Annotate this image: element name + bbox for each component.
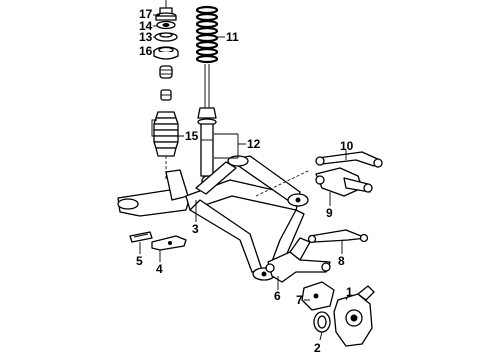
callouts: 17 14 13 16 11 15 12 3 4 5 6 8 9 10 7 1 … [136,7,354,355]
callout-9: 9 [326,206,333,220]
coil-spring-11 [195,5,219,64]
lower-control-arm-6 [265,237,331,283]
insulator-16 [153,46,179,60]
callout-2: 2 [314,341,321,355]
callout-3: 3 [192,222,199,236]
toe-link-8 [307,229,369,244]
callout-10: 10 [340,139,354,153]
callout-4: 4 [156,262,163,276]
bracket-5 [129,231,153,243]
callout-16: 16 [139,44,153,58]
leader-lines [139,14,349,341]
bracket-7 [301,281,335,311]
callout-6: 6 [274,289,281,303]
callout-13: 13 [139,30,153,44]
callout-5: 5 [136,254,143,268]
dust-boot-15 [153,111,179,157]
knuckle-1 [333,285,375,347]
callout-1: 1 [346,285,353,299]
bumper-stop [159,65,173,79]
callout-15: 15 [185,129,199,143]
subframe-3 [117,155,309,281]
strut-mount-stack [153,0,179,180]
callout-7: 7 [296,293,303,307]
upper-link-10 [315,151,383,168]
callout-11: 11 [226,30,239,44]
seat-13 [154,32,178,42]
shock-absorber-12 [197,64,217,187]
lateral-arm-9 [315,167,373,197]
callout-8: 8 [338,254,345,268]
callout-17: 17 [139,7,153,21]
callout-14: 14 [139,19,153,33]
upper-mount-17 [155,7,177,21]
callout-12: 12 [247,137,261,151]
seal-2 [313,311,331,333]
bracket-4 [151,235,187,251]
bushing [160,89,172,101]
bearing-14 [156,20,176,30]
